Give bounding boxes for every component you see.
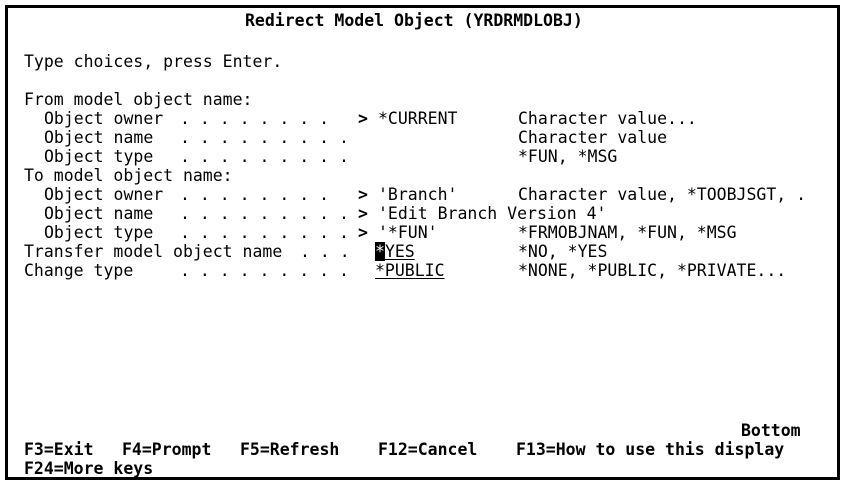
function-key-f5-refresh[interactable]: F5=Refresh xyxy=(240,440,340,459)
terminal-frame xyxy=(5,5,840,480)
text-cursor: * xyxy=(375,242,385,261)
field-hint-from-object-owner: Character value... xyxy=(518,109,697,128)
field-dots-from-object-type: . . . . . . . . . xyxy=(180,147,349,166)
field-label-from-object-name: Object name xyxy=(44,128,154,147)
field-label-to-object-owner: Object owner xyxy=(44,185,164,204)
field-label-transfer-model-object-name: Transfer model object name xyxy=(24,242,283,261)
field-dots-change-type: . . . . . . . . . xyxy=(180,261,349,280)
field-value-change-type[interactable]: *PUBLIC xyxy=(375,261,445,280)
field-dots-from-object-name: . . . . . . . . . xyxy=(180,128,349,147)
function-key-f24-more-keys[interactable]: F24=More keys xyxy=(24,459,154,478)
field-hint-to-object-owner: Character value, *TOOBJSGT, . xyxy=(518,185,807,204)
field-hint-to-object-type: *FRMOBJNAM, *FUN, *MSG xyxy=(518,223,737,242)
prompt-marker-to-object-name: > xyxy=(358,204,368,223)
field-value-transfer-model-object-name[interactable]: *YES xyxy=(375,242,415,261)
prompt-marker-to-object-owner: > xyxy=(358,185,368,204)
field-dots-to-object-type: . . . . . . . . . xyxy=(180,223,349,242)
field-label-change-type: Change type xyxy=(24,261,134,280)
field-label-from-object-owner: Object owner xyxy=(44,109,164,128)
prompt-marker-to-object-type: > xyxy=(358,223,368,242)
group-label-from: From model object name: xyxy=(24,90,253,109)
field-dots-transfer-model-object-name: . . . xyxy=(300,242,350,261)
field-dots-from-object-owner: . . . . . . . . xyxy=(180,109,330,128)
field-dots-to-object-owner: . . . . . . . . xyxy=(180,185,330,204)
field-value-from-object-owner[interactable]: *CURRENT xyxy=(378,109,458,128)
function-key-f13-how-to-use-this-display[interactable]: F13=How to use this display xyxy=(516,440,785,459)
function-key-f4-prompt[interactable]: F4=Prompt xyxy=(122,440,212,459)
field-dots-to-object-name: . . . . . . . . . xyxy=(180,204,349,223)
function-key-f12-cancel[interactable]: F12=Cancel xyxy=(378,440,478,459)
field-label-to-object-type: Object type xyxy=(44,223,154,242)
position-indicator: Bottom xyxy=(741,421,801,440)
field-hint-from-object-type: *FUN, *MSG xyxy=(518,147,618,166)
function-key-f3-exit[interactable]: F3=Exit xyxy=(24,440,94,459)
field-hint-transfer-model-object-name: *NO, *YES xyxy=(518,242,608,261)
instruction-text: Type choices, press Enter. xyxy=(24,52,283,71)
group-label-to: To model object name: xyxy=(24,166,233,185)
field-label-to-object-name: Object name xyxy=(44,204,154,223)
field-value-to-object-name[interactable]: 'Edit Branch Version 4' xyxy=(378,204,607,223)
field-hint-change-type: *NONE, *PUBLIC, *PRIVATE... xyxy=(518,261,787,280)
prompt-marker-from-object-owner: > xyxy=(358,109,368,128)
page-title: Redirect Model Object (YRDRMDLOBJ) xyxy=(245,11,583,30)
field-hint-from-object-name: Character value xyxy=(518,128,668,147)
field-label-from-object-type: Object type xyxy=(44,147,154,166)
field-value-transfer-model-object-name-rest: YES xyxy=(384,242,415,261)
field-value-to-object-owner[interactable]: 'Branch' xyxy=(378,185,458,204)
field-value-to-object-type[interactable]: '*FUN' xyxy=(378,223,438,242)
